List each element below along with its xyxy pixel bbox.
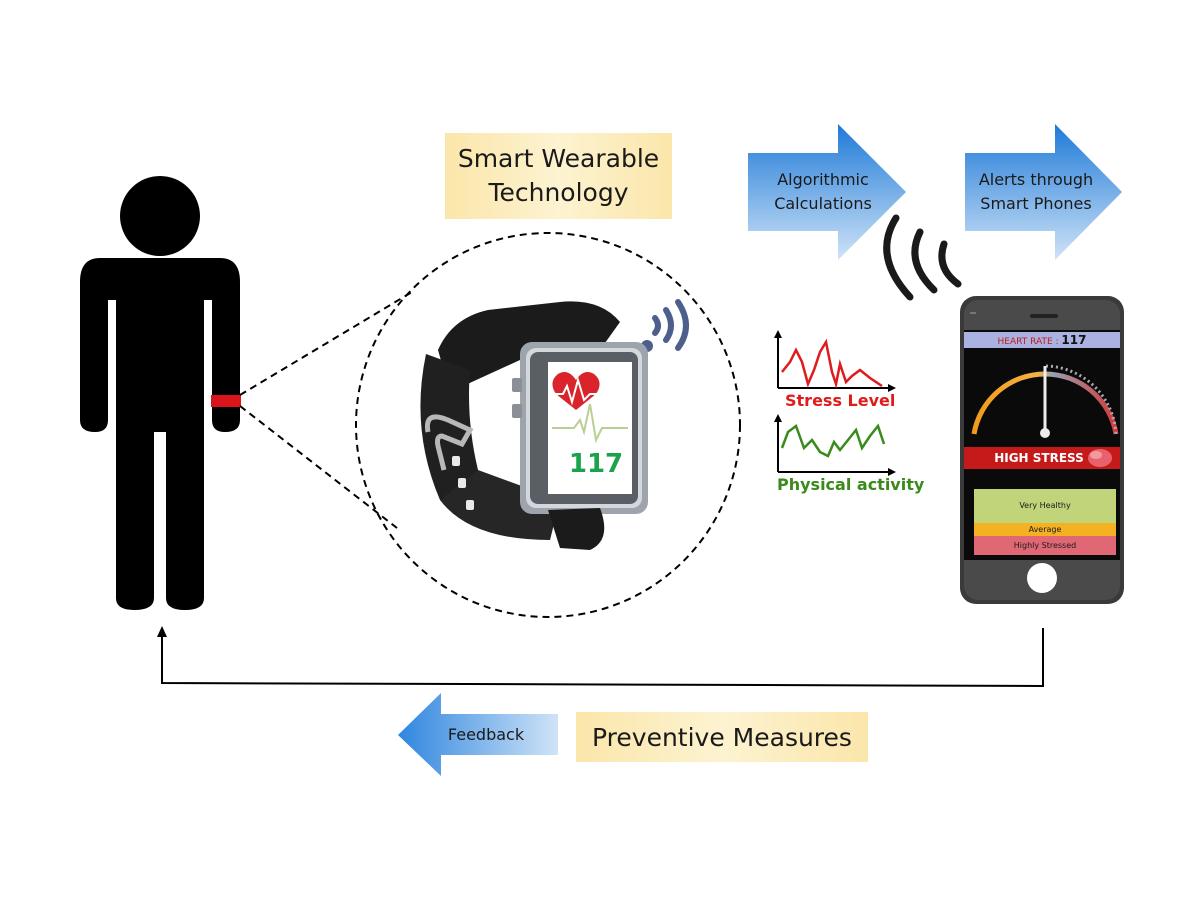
level-highly-stressed: Highly Stressed (1013, 541, 1077, 550)
feedback-loop-line (161, 628, 1044, 688)
stress-status: HIGH STRESS (994, 451, 1084, 465)
algorithmic-arrow-label: Algorithmic Calculations (755, 168, 891, 216)
heart-rate-row: HEART RATE : 117 (964, 332, 1120, 348)
zoom-line-top (239, 291, 413, 396)
heart-rate-label: HEART RATE : (997, 337, 1059, 347)
algorithmic-line2: Calculations (774, 194, 872, 213)
alerts-arrow-label: Alerts through Smart Phones (968, 168, 1104, 216)
physical-activity-label: Physical activity (777, 475, 925, 494)
algorithmic-line1: Algorithmic (777, 170, 869, 189)
alerts-line2: Smart Phones (980, 194, 1092, 213)
smart-watch-icon (420, 301, 648, 550)
smart-wearable-line1: Smart Wearable (457, 144, 660, 173)
level-average: Average (1028, 525, 1062, 534)
loop-arrowhead (157, 626, 167, 637)
algorithmic-arrow (748, 124, 906, 260)
signal-waves-icon (883, 214, 962, 301)
alerts-arrow (965, 124, 1122, 260)
wifi-icon (652, 299, 689, 351)
smartphone (960, 296, 1124, 604)
smart-wearable-label: Smart Wearable Technology (445, 133, 672, 219)
stress-chart (774, 330, 896, 392)
person-icon (80, 176, 240, 610)
stress-level-label: Stress Level (785, 391, 896, 410)
smart-wearable-line2: Technology (488, 178, 629, 207)
activity-chart (774, 414, 896, 476)
wrist-band (211, 395, 241, 407)
heart-rate-value: 117 (1061, 333, 1087, 347)
feedback-arrow (398, 693, 558, 776)
zoom-line-bottom (239, 405, 398, 529)
alerts-line1: Alerts through (978, 170, 1094, 189)
feedback-arrow-label: Feedback (447, 725, 525, 744)
watch-reading: 117 (569, 449, 623, 479)
preventive-measures-label: Preventive Measures (576, 712, 868, 762)
zoom-circle (355, 232, 741, 618)
level-very-healthy: Very Healthy (1019, 501, 1071, 510)
